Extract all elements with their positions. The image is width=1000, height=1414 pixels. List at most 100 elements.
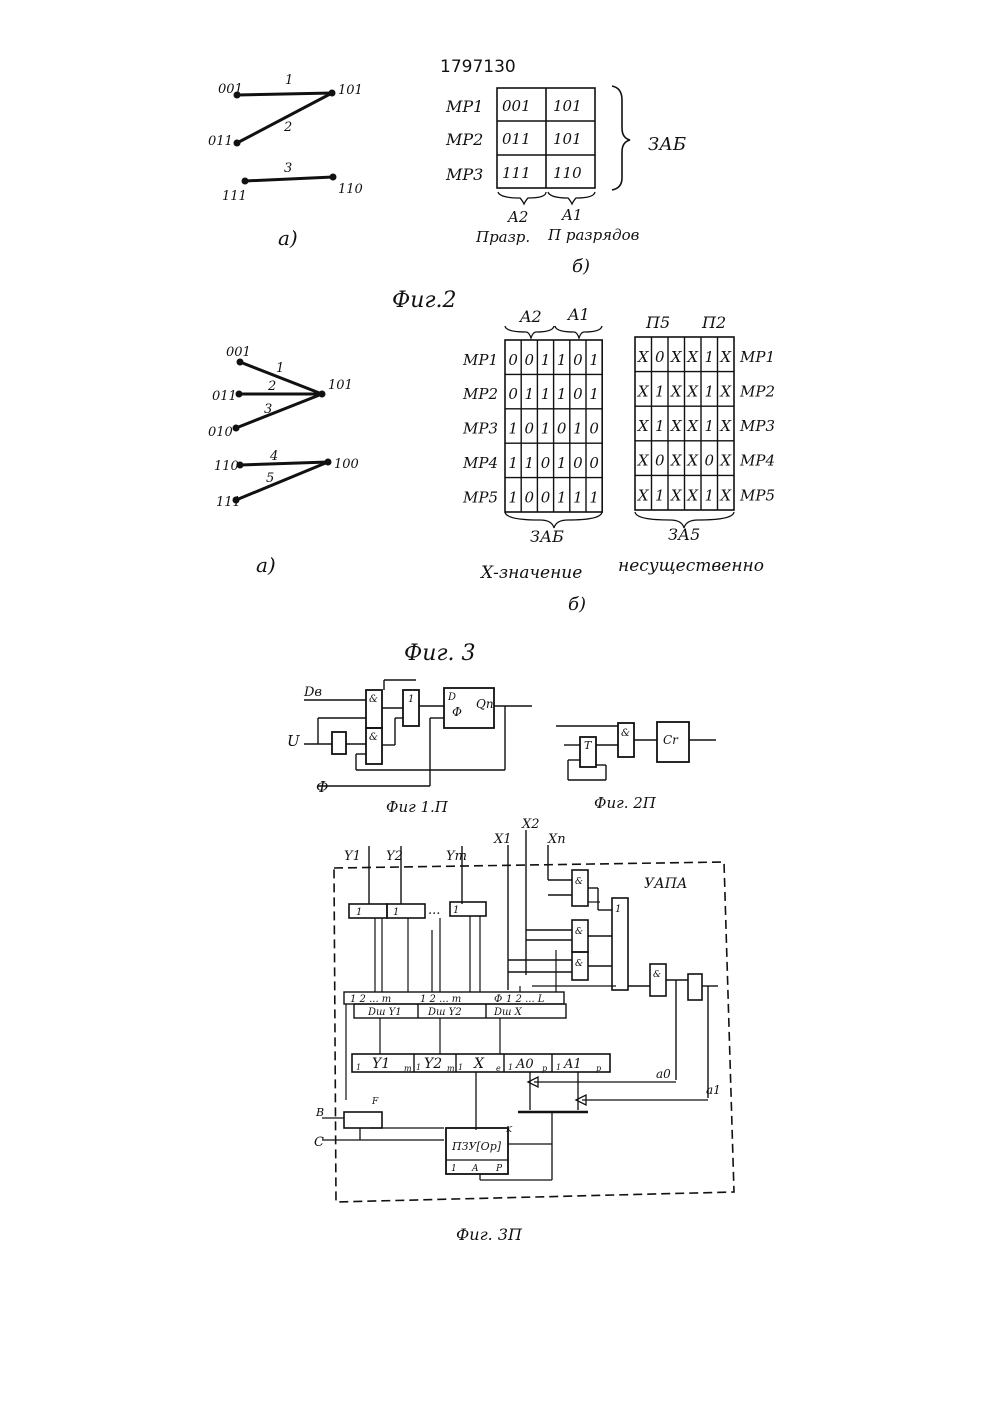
fig3-edge-5: 5 — [266, 471, 274, 486]
fig3-right-cell-r3c5: 1 — [704, 417, 714, 435]
fig3-right-cell-r2c3: X — [670, 383, 683, 401]
fig3-node-010: 010 — [208, 425, 233, 440]
fig2-row-mp3: MP3 — [445, 165, 483, 184]
fig3-left-cell-r5c3: 0 — [541, 488, 551, 506]
fig3p-rom-label: ПЗУ[Ор] — [451, 1140, 502, 1153]
fig2-node-011: 011 — [208, 134, 233, 149]
fig3-caption: Фиг. 3 — [404, 641, 476, 666]
fig2-graph: 001 011 111 101 110 1 2 3 — [208, 73, 363, 204]
fig3-edge-2: 2 — [267, 379, 276, 394]
fig2p-gate-and: & — [621, 728, 630, 739]
fig1p-input-dv: Dв — [303, 685, 322, 700]
fig3-left-cell-r3c4: 0 — [557, 420, 567, 438]
fig3p-top-ellipsis: ... — [428, 903, 440, 918]
fig3-right-cell-r4c1: X — [637, 452, 650, 470]
fig3-right-header-p2: П2 — [701, 313, 726, 332]
fig3-right-cell-r2c5: 1 — [704, 383, 714, 401]
fig3p-input-x2: X2 — [521, 817, 540, 832]
fig3p-reg-y1: Y1 — [372, 1056, 390, 1072]
fig3-right-row-mp5: MP5 — [739, 486, 775, 504]
fig3p-signal-a0: a0 — [656, 1067, 671, 1081]
fig1p-ff-qn: Qn — [476, 697, 494, 711]
fig3p-top-cell-1: 1 — [356, 907, 362, 918]
fig3-left-row-mp5: MP5 — [462, 488, 498, 506]
fig2-brace-label: ЗАБ — [648, 134, 686, 155]
fig3p-circuit: УАПА Y1 Y2 Ym 1 1 1 ... X1 X2 Xn & & & — [314, 817, 734, 1202]
fig2-cell-r1c1: 001 — [502, 97, 531, 115]
fig3-right-cell-r5c1: X — [637, 486, 650, 504]
fig2-cell-r2c2: 101 — [553, 130, 582, 148]
fig1p-input-f: Ф — [316, 778, 328, 796]
fig3p-and-3: & — [575, 959, 583, 969]
fig2-sub-b: б) — [572, 256, 590, 277]
fig3-table-left: A2 A1 ЗАБ 001101MP1011101MP2101010MP3110… — [462, 305, 602, 546]
fig1p-ff-phi: Ф — [452, 705, 462, 719]
fig3p-dsh-x: Dш X — [493, 1007, 523, 1018]
fig3-left-cell-r4c5: 0 — [573, 454, 583, 472]
fig3-node-110: 110 — [214, 459, 239, 474]
fig3p-reg-a0: A0 — [515, 1057, 534, 1072]
fig3p-dsh-y1: Dш Y1 — [367, 1007, 402, 1018]
fig3-right-cell-r5c2: 1 — [655, 486, 665, 504]
fig2-cell-r2c1: 011 — [502, 130, 531, 148]
fig3-right-cell-r3c1: X — [637, 417, 650, 435]
fig3-right-cell-r1c2: 0 — [655, 348, 665, 366]
fig3-node-101: 101 — [328, 378, 353, 393]
fig3-left-cell-r4c3: 0 — [541, 454, 551, 472]
fig3-left-cell-r5c1: 1 — [508, 488, 518, 506]
fig3-right-cell-r3c4: X — [686, 417, 699, 435]
fig3-left-cell-r4c6: 0 — [589, 454, 599, 472]
fig3-right-cell-r3c3: X — [670, 417, 683, 435]
fig3p-reg-p1: p — [542, 1064, 547, 1073]
fig3p-input-x1: X1 — [493, 832, 512, 847]
fig3p-input-b: B — [315, 1106, 324, 1119]
fig3-right-cell-r2c6: X — [719, 383, 732, 401]
fig3-right-header-p5: П5 — [645, 313, 670, 332]
fig2-table: MP1 MP2 MP3 001 101 011 101 111 110 ЗАБ … — [445, 86, 686, 246]
fig2-row-mp1: MP1 — [445, 97, 483, 116]
fig3-right-cell-r4c6: X — [719, 452, 732, 470]
fig2-cell-r1c2: 101 — [553, 97, 582, 115]
fig3-right-cell-r5c4: X — [686, 486, 699, 504]
fig3-left-cell-r2c3: 1 — [541, 385, 551, 403]
fig3-left-row-mp2: MP2 — [462, 385, 498, 403]
fig3p-unit-label: УАПА — [644, 876, 688, 892]
fig3p-reg-1d: 1 — [508, 1063, 513, 1072]
fig3-left-row-mp4: MP4 — [462, 454, 498, 472]
fig3p-and-1: & — [575, 877, 583, 887]
fig3-right-cell-r4c4: X — [686, 452, 699, 470]
fig2-node-111: 111 — [222, 189, 247, 204]
fig3-right-cell-r5c5: 1 — [704, 486, 714, 504]
fig3-left-cell-r2c1: 0 — [508, 385, 518, 403]
fig2p-caption: Фиг. 2П — [594, 794, 657, 812]
fig3-left-cell-r2c2: 1 — [525, 385, 535, 403]
fig3-right-cell-r2c2: 1 — [655, 383, 665, 401]
fig3-edge-3: 3 — [264, 402, 272, 417]
fig3p-top-cell-2: 1 — [393, 907, 399, 918]
fig3p-reg-p2: p — [596, 1064, 601, 1073]
fig3-node-111: 111 — [216, 495, 241, 510]
fig2-cell-r3c2: 110 — [553, 164, 582, 182]
fig3-left-cell-r1c1: 0 — [508, 351, 518, 369]
fig2p-trigger-t: T — [584, 739, 593, 752]
fig3-left-cell-r2c6: 1 — [589, 385, 599, 403]
fig3-left-cell-r5c2: 0 — [525, 488, 535, 506]
fig3-left-header-a2: A2 — [518, 307, 542, 326]
fig3p-reg-e: e — [496, 1064, 501, 1073]
fig2-col-sub-a2: Празр. — [475, 228, 530, 246]
fig3-left-cell-r5c5: 1 — [573, 488, 583, 506]
fig3-node-011: 011 — [212, 389, 237, 404]
fig3-right-row-mp1: MP1 — [739, 348, 775, 366]
fig3p-reg-1c: 1 — [458, 1063, 463, 1072]
fig3-left-cell-r4c1: 1 — [508, 454, 518, 472]
document-number: 1797130 — [440, 57, 516, 77]
fig3p-rom-port-a: A — [471, 1164, 479, 1174]
fig2-edge-3: 3 — [284, 161, 292, 176]
fig3-right-cell-r2c1: X — [637, 383, 650, 401]
fig3-right-cell-r1c3: X — [670, 348, 683, 366]
fig3-left-cell-r2c5: 0 — [573, 385, 583, 403]
fig3-left-header-a1: A1 — [566, 305, 590, 324]
fig3-graph: 001 011 010 101 110 111 100 1 2 3 4 5 — [208, 345, 359, 510]
fig1p-input-u: U — [287, 732, 301, 750]
